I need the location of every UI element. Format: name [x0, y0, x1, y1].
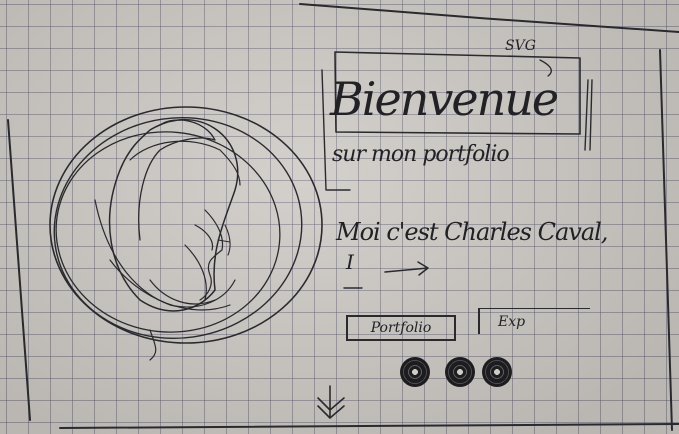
top-edge-line: [299, 3, 679, 33]
social-icon[interactable]: [400, 357, 430, 387]
exp-button-label: Exp: [498, 313, 526, 330]
typing-cursor: I: [346, 250, 354, 274]
left-edge-line: [7, 119, 31, 421]
page-title: Bienvenue: [330, 72, 559, 126]
social-icon[interactable]: [445, 357, 475, 387]
page-subtitle: sur mon portfolio: [332, 142, 510, 167]
bottom-edge-line: [59, 423, 679, 429]
intro-text: Moi c'est Charles Caval,: [336, 218, 608, 246]
title-frame: [321, 51, 593, 191]
svg-annotation: SVG: [505, 38, 536, 54]
portfolio-button[interactable]: Portfolio: [346, 315, 456, 341]
social-icon[interactable]: [482, 357, 512, 387]
exp-button[interactable]: Exp: [478, 308, 590, 334]
svg-arrow: [539, 59, 552, 77]
portfolio-button-label: Portfolio: [370, 320, 432, 336]
profile-photo-circle: [49, 106, 323, 361]
arrow-right-icon: [384, 261, 429, 276]
right-edge-line: [659, 49, 673, 431]
double-chevron-down-icon[interactable]: [317, 385, 345, 419]
